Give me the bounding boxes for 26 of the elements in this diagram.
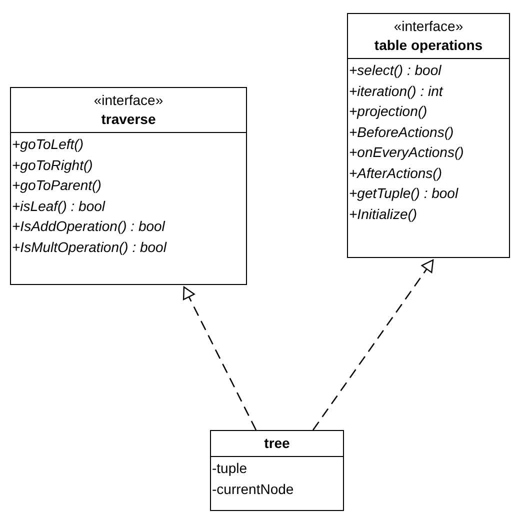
operation: +Initialize() bbox=[349, 204, 418, 224]
stereotype: «interface» bbox=[94, 91, 164, 110]
operation: +IsMultOperation() : bool bbox=[12, 238, 166, 257]
class-name: traverse bbox=[101, 110, 156, 129]
operation: +goToParent() bbox=[12, 176, 102, 195]
attribute: -currentNode bbox=[212, 480, 294, 498]
operation: +isLeaf() : bool bbox=[12, 196, 105, 216]
class-box bbox=[210, 430, 344, 511]
class-box bbox=[10, 87, 247, 285]
operation: +IsAddOperation() : bool bbox=[12, 217, 165, 236]
class-name: tree bbox=[264, 434, 290, 453]
realization-arrow bbox=[312, 259, 434, 430]
operation: +goToRight() bbox=[12, 156, 93, 175]
class-name: table operations bbox=[374, 36, 483, 55]
realization-arrow bbox=[182, 286, 257, 430]
attribute: -tuple bbox=[212, 459, 248, 478]
operation: +select() : bool bbox=[349, 61, 442, 80]
operation: +goToLeft() bbox=[12, 135, 84, 154]
operation: +onEveryActions() bbox=[349, 143, 464, 162]
operation: +BeforeActions() bbox=[349, 122, 454, 142]
operation: +AfterActions() bbox=[349, 164, 442, 183]
stereotype: «interface» bbox=[394, 17, 464, 36]
class-box bbox=[347, 13, 510, 258]
operation: +iteration() : int bbox=[349, 82, 443, 101]
operation: +projection() bbox=[349, 102, 428, 121]
operation: +getTuple() : bool bbox=[349, 184, 458, 203]
